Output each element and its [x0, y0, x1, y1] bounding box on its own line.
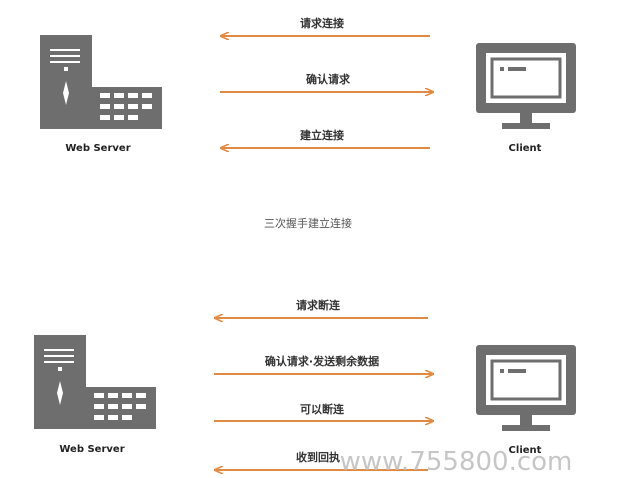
client-monitor-icon	[476, 345, 576, 431]
arrow-label: 建立连接	[300, 128, 344, 142]
disconnect-arrow-2: 确认请求·发送剩余数据	[214, 354, 432, 374]
arrow-label: 请求断连	[296, 298, 341, 312]
arrow-label: 可以断连	[300, 402, 345, 416]
arrow-label: 请求连接	[300, 16, 344, 30]
disconnect-arrow-1: 请求断连	[216, 298, 428, 318]
server-icon	[34, 335, 156, 429]
client-label: Client	[509, 445, 542, 456]
client-label: Client	[509, 143, 542, 154]
server-label: Web Server	[65, 143, 130, 154]
arrow-label: 收到回执	[296, 450, 340, 464]
handshake-arrow-2: 确认请求	[220, 72, 432, 92]
disconnect-arrow-4: 收到回执	[216, 450, 428, 470]
handshake-section: Web Server Client 请求连接 确认请求 建立连接 三次握手建立连…	[40, 16, 576, 230]
client-monitor-icon	[476, 43, 576, 129]
server-label: Web Server	[59, 444, 124, 455]
disconnect-arrow-3: 可以断连	[214, 402, 432, 421]
arrow-label: 确认请求	[306, 72, 351, 86]
disconnect-section: Web Server Client 请求断连 确认请求·发送剩余数据 可以断连 …	[34, 298, 576, 470]
arrow-label: 确认请求·发送剩余数据	[265, 354, 379, 368]
watermark-text: www.755800.com	[340, 447, 573, 477]
server-icon	[40, 35, 162, 129]
handshake-arrow-1: 请求连接	[222, 16, 430, 36]
handshake-caption: 三次握手建立连接	[264, 216, 352, 230]
handshake-arrow-3: 建立连接	[222, 128, 430, 148]
